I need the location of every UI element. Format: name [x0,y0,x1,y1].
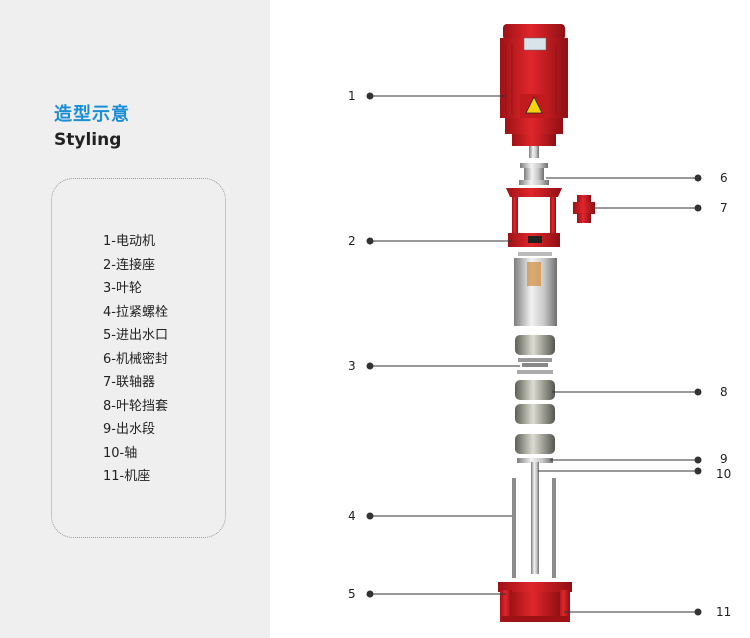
pump-base [498,582,572,622]
callout-6: 6 [720,171,728,185]
coupling [573,195,595,223]
legend-item-9: 9-出水段 [103,422,155,437]
motor [500,24,568,158]
callout-4: 4 [348,509,356,523]
section-title-cn: 造型示意 [54,104,130,125]
callout-3: 3 [348,359,356,373]
callout-9: 9 [720,452,728,466]
legend-box [51,178,226,538]
legend-item-10: 10-轴 [103,445,138,461]
legend-item-2: 2-连接座 [103,257,155,273]
shaft-and-bolts [512,462,556,578]
legend-item-1: 1-电动机 [103,234,155,249]
legend-item-3: 3-叶轮 [103,281,142,296]
impeller-stages [515,335,555,463]
callout-8: 8 [720,385,728,399]
mechanical-seal [519,163,549,185]
callout-7: 7 [720,201,728,215]
callout-2: 2 [348,234,356,248]
section-title-en: Styling [54,130,122,150]
legend-list: 1-电动机 2-连接座 3-叶轮 4-拉紧螺栓 5-进出水口 6-机械密封 7-… [103,230,168,489]
callout-10: 10 [716,467,732,481]
pump-barrel [514,252,557,326]
legend-item-5: 5-进出水口 [103,328,168,343]
callout-1: 1 [348,89,356,103]
legend-item-7: 7-联轴器 [103,375,155,390]
callout-11: 11 [716,605,732,619]
legend-item-8: 8-叶轮挡套 [103,398,168,414]
legend-item-11: 11-机座 [103,469,151,484]
connection-base [506,188,562,247]
legend-item-4: 4-拉紧螺栓 [103,304,168,320]
legend-item-6: 6-机械密封 [103,351,168,367]
callout-5: 5 [348,587,356,601]
